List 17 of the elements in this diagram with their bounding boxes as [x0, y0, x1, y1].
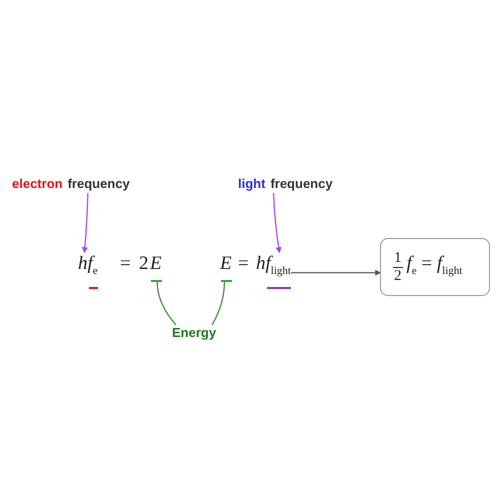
arrow	[290, 270, 382, 276]
leader-line	[212, 282, 225, 326]
equation-symbol: =	[120, 252, 131, 276]
annotation-text: frequency	[270, 176, 333, 191]
equation-term: hf$_{light}$	[256, 252, 291, 279]
equation-term: E	[150, 252, 162, 276]
equation-symbol: =	[238, 252, 249, 276]
leader-line	[272, 192, 282, 254]
annotation-text: light	[238, 176, 266, 191]
equation-term: E	[220, 252, 232, 276]
leader-line	[82, 192, 88, 254]
annotation-text: frequency	[68, 176, 130, 191]
annotation-text: Energy	[172, 325, 216, 340]
annotation-text: electron	[12, 176, 63, 191]
equation-term: hf$_{e}$	[78, 252, 98, 279]
leader-line	[156, 282, 176, 326]
equation-symbol: 2	[139, 252, 148, 276]
